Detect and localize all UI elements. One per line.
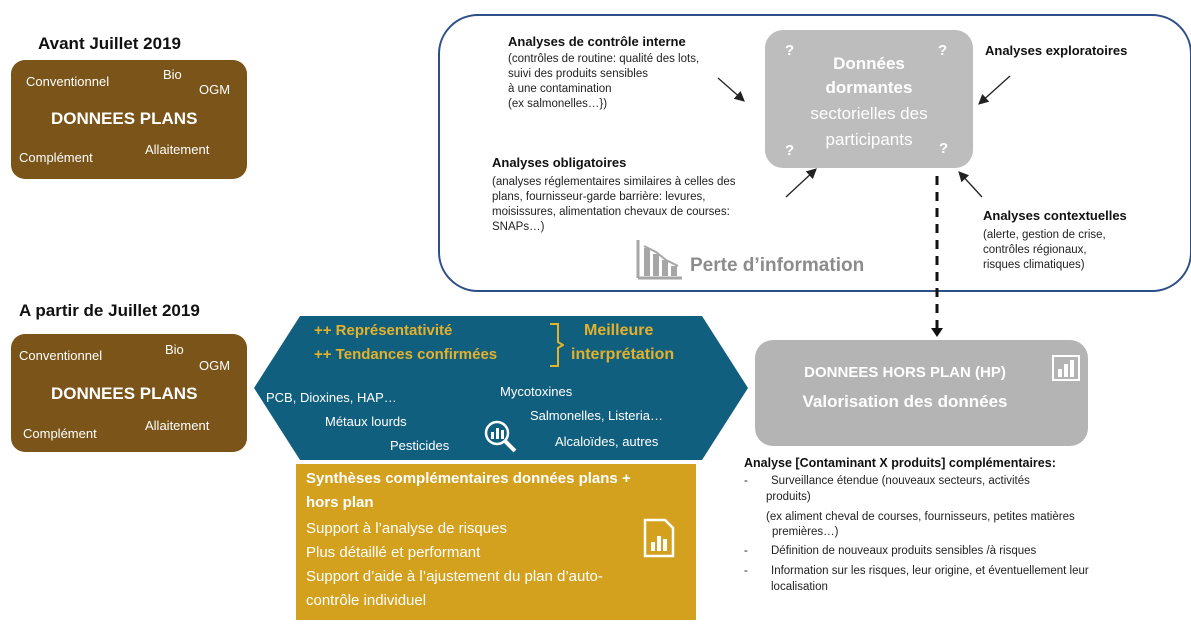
interpretation-label: interprétation <box>571 346 675 363</box>
arrow <box>978 75 1011 105</box>
contaminant-pesticides: Pesticides <box>390 438 450 453</box>
synthesis-box: Synthèses complémentaires données plans … <box>296 464 696 620</box>
label-ogm: OGM <box>199 82 231 97</box>
analyse-item-1a: Surveillance étendue (nouveaux secteurs,… <box>771 475 1030 487</box>
synthesis-item-3: Support d’aide à l’ajustement du plan d’… <box>306 568 603 585</box>
bullet-dash: - <box>744 545 748 557</box>
contextuelles-text: (alerte, gestion de crise, contrôles rég… <box>983 228 1106 273</box>
contaminant-alcaloides: Alcaloïdes, autres <box>555 434 659 449</box>
text-line: à une contamination <box>508 83 612 95</box>
analyse-title: Analyse [Contaminant X produits] complém… <box>744 456 1056 470</box>
label-conventionnel: Conventionnel <box>19 348 103 363</box>
text-line: (alerte, gestion de crise, <box>983 229 1106 241</box>
analyse-list: - Surveillance étendue (nouveaux secteur… <box>744 474 1184 604</box>
bracket-icon <box>550 323 564 367</box>
question-mark: ? <box>938 42 948 59</box>
analyse-item-2: Définition de nouveaux produits sensible… <box>771 545 1037 557</box>
hors-plan-box: DONNEES HORS PLAN (HP) Valorisation des … <box>755 340 1088 446</box>
tendances-label: ++ Tendances confirmées <box>314 346 498 363</box>
contextuelles-title: Analyses contextuelles <box>983 208 1127 223</box>
synthesis-item-1: Support à l’analyse de risques <box>306 520 507 537</box>
label-conventionnel: Conventionnel <box>26 74 110 89</box>
obligatoires-title: Analyses obligatoires <box>492 155 627 170</box>
label-complement: Complément <box>23 426 97 441</box>
analyse-item-1b: produits) <box>766 491 811 503</box>
question-mark: ? <box>785 142 795 159</box>
synthesis-title-1: Synthèses complémentaires données plans … <box>306 470 631 487</box>
label-complement: Complément <box>19 150 93 165</box>
hors-plan-title: DONNEES HORS PLAN (HP) <box>804 364 1006 381</box>
dormant-data-box: ? ? ? ? Données dormantes sectorielles d… <box>765 30 973 168</box>
label-donnees-plans: DONNEES PLANS <box>51 384 198 403</box>
text-line: risques climatiques) <box>983 259 1085 271</box>
chart-decline-icon <box>636 238 684 280</box>
perte-information-label: Perte d’information <box>690 255 865 276</box>
question-mark: ? <box>785 42 795 59</box>
dormant-line-4: participants <box>825 130 913 149</box>
analyse-item-3b: localisation <box>771 581 828 593</box>
label-allaitement: Allaitement <box>145 418 210 433</box>
before-heading: Avant Juillet 2019 <box>38 34 181 53</box>
controle-interne-text: (contrôles de routine: qualité des lots,… <box>508 52 699 112</box>
meilleure-label: Meilleure <box>584 322 654 339</box>
analyse-item-3a: Information sur les risques, leur origin… <box>771 565 1089 577</box>
contaminant-pcb: PCB, Dioxines, HAP… <box>266 390 397 405</box>
dormant-line-2: dormantes <box>825 78 913 97</box>
after-plans-box: Conventionnel Bio OGM DONNEES PLANS Comp… <box>11 334 247 452</box>
controle-interne-title: Analyses de contrôle interne <box>508 34 686 49</box>
label-ogm: OGM <box>199 358 231 373</box>
text-line: SNAPs…) <box>492 221 545 233</box>
text-line: (analyses réglementaires similaires à ce… <box>492 176 736 188</box>
synthesis-title-2: hors plan <box>306 494 374 511</box>
representativite-label: ++ Représentativité <box>314 322 453 339</box>
text-line: plans, fournisseur-garde barrière: levur… <box>492 191 706 203</box>
label-donnees-plans: DONNEES PLANS <box>51 109 198 128</box>
text-line: suivi des produits sensibles <box>508 68 648 80</box>
after-heading: A partir de Juillet 2019 <box>19 301 200 320</box>
arrow <box>958 171 983 198</box>
arrow <box>785 168 817 198</box>
dormant-line-3: sectorielles des <box>810 104 928 123</box>
before-plans-box: Conventionnel Bio OGM DONNEES PLANS Comp… <box>11 60 247 179</box>
analyse-item-1c: (ex aliment cheval de courses, fournisse… <box>766 511 1075 523</box>
teal-hexagon <box>254 316 748 460</box>
analyse-item-1d: premières…) <box>772 526 839 538</box>
label-bio: Bio <box>165 342 184 357</box>
text-line: contrôles régionaux, <box>983 244 1087 256</box>
synthesis-item-4: contrôle individuel <box>306 592 427 609</box>
text-line: moisissures, alimentation chevaux de cou… <box>492 206 730 218</box>
question-mark: ? <box>939 140 949 157</box>
bar-chart-icon <box>1051 354 1081 382</box>
exploratoires-title: Analyses exploratoires <box>985 43 1128 58</box>
synthesis-item-2: Plus détaillé et performant <box>306 544 481 561</box>
contaminant-mycotoxines: Mycotoxines <box>500 384 573 399</box>
bullet-dash: - <box>744 475 748 487</box>
label-allaitement: Allaitement <box>145 142 210 157</box>
magnifier-chart-icon <box>482 418 518 454</box>
contaminant-salmonelles: Salmonelles, Listeria… <box>530 408 663 423</box>
dormant-line-1: Données <box>833 54 905 73</box>
bullet-dash: - <box>744 565 748 577</box>
text-line: (contrôles de routine: qualité des lots, <box>508 53 700 65</box>
connector-arrowhead <box>931 328 943 337</box>
obligatoires-text: (analyses réglementaires similaires à ce… <box>492 175 736 235</box>
report-chart-icon <box>642 518 676 558</box>
contaminant-metaux: Métaux lourds <box>325 414 407 429</box>
hors-plan-subtitle: Valorisation des données <box>802 392 1008 411</box>
label-bio: Bio <box>163 67 182 82</box>
text-line: (ex salmonelles…}) <box>508 98 608 110</box>
arrow <box>717 77 745 102</box>
